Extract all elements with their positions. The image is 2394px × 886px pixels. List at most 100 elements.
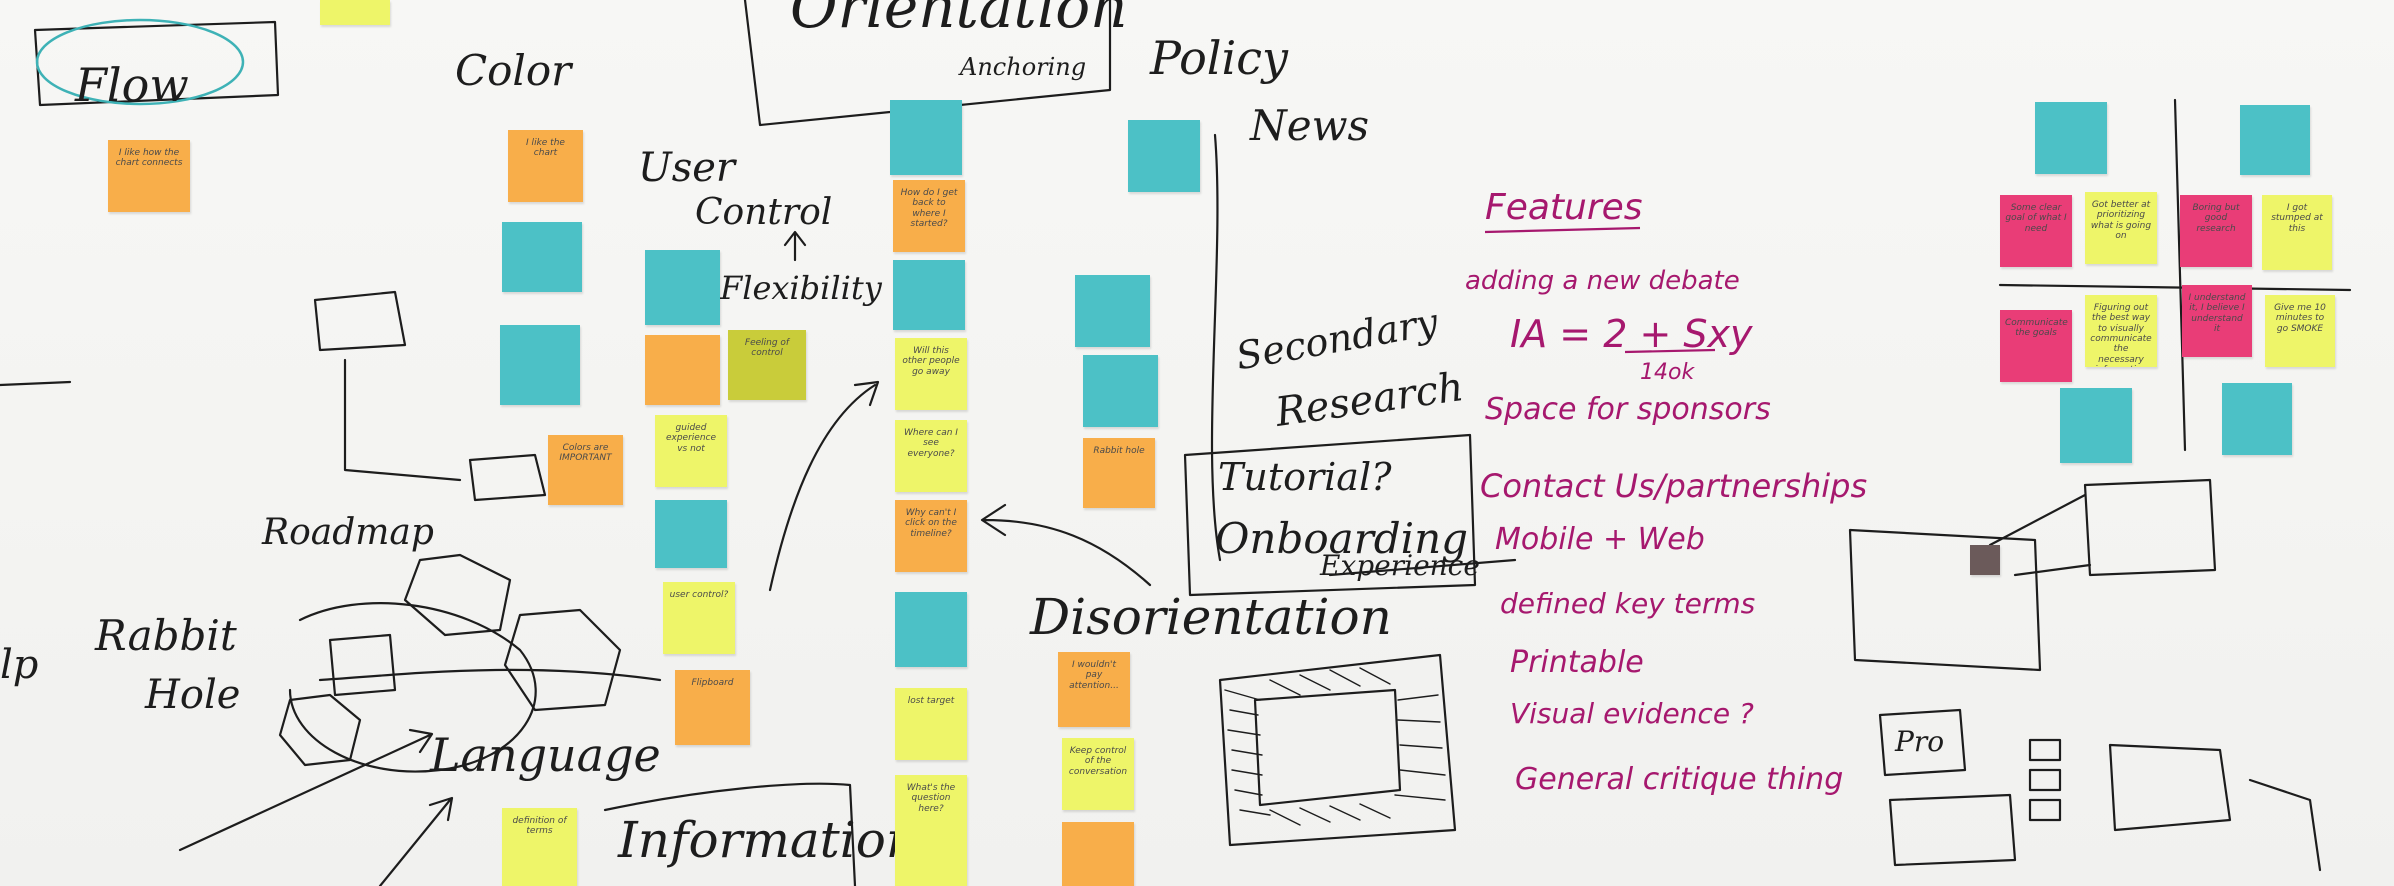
sticky-note: lost target	[895, 688, 967, 760]
left-dash	[0, 380, 72, 387]
sticky-note: Feeling of control	[728, 330, 806, 400]
sticky-note	[645, 335, 720, 405]
ia-fraction-line	[1624, 348, 1716, 354]
onboarding-underline	[1328, 558, 1517, 577]
heading-onboarding: Onboarding	[1215, 514, 1469, 563]
language-line	[318, 668, 662, 682]
features-title: Features	[1485, 187, 1643, 228]
pro-stack	[1888, 738, 2062, 867]
quadrant-vertical	[2173, 98, 2187, 452]
sticky-note	[2035, 102, 2107, 174]
sticky-note: Figuring out the best way to visually co…	[2085, 295, 2157, 367]
hexagon-1	[403, 553, 512, 637]
feature-item-5: Mobile + Web	[1495, 522, 1705, 557]
sketch-box-1	[1848, 528, 2042, 672]
sticky-note	[320, 0, 390, 25]
heading-user: User	[638, 145, 736, 191]
sticky-note: Where can I see everyone?	[895, 420, 967, 492]
pro-box	[1878, 708, 1967, 777]
arrow-curve-1	[768, 380, 880, 592]
sticky-note: I like how the chart connects	[108, 140, 190, 212]
sticky-note: Give me 10 minutes to go SMOKE	[2265, 295, 2335, 367]
sticky-note: definition of terms	[502, 808, 577, 886]
sticky-note	[893, 260, 965, 330]
heading-help-fragment: lp	[0, 642, 39, 688]
sticky-note: Flipboard	[675, 670, 750, 745]
flow-circle	[35, 18, 245, 106]
heading-news: News	[1250, 101, 1370, 150]
sticky-note	[2240, 105, 2310, 175]
sticky-note: How do I get back to where I started?	[893, 180, 965, 252]
heading-flow: Flow	[75, 58, 189, 112]
features-underline	[1484, 226, 1641, 234]
sticky-note	[895, 592, 967, 667]
sticky-note	[1062, 822, 1134, 886]
screen-inner	[1253, 688, 1402, 807]
sticky-note: I understand it, I believe I understand …	[2182, 285, 2252, 357]
feature-item-3: Space for sponsors	[1485, 392, 1771, 427]
heading-disorientation: Disorientation	[1030, 588, 1392, 646]
feature-item-8: Visual evidence ?	[1510, 697, 1754, 730]
scribble	[1224, 667, 1446, 826]
sketch-funnel	[1988, 493, 2092, 577]
heading-control: Control	[695, 192, 833, 233]
sticky-note: Rabbit hole	[1083, 438, 1155, 508]
sketch-furniture	[2108, 743, 2322, 872]
roadmap-dash	[343, 358, 462, 482]
sticky-note	[890, 100, 962, 175]
tutorial-box	[1183, 433, 1477, 597]
heading-orientation: Orientation	[790, 0, 1128, 41]
sticky-note: Some clear goal of what I need	[2000, 195, 2072, 267]
heading-rabbit: Rabbit	[95, 611, 237, 660]
sticky-note: user control?	[663, 582, 735, 654]
sticky-note: I got stumped at this	[2262, 195, 2332, 270]
sketch-box-2	[2083, 478, 2217, 577]
sticky-note	[502, 222, 582, 292]
arrow-curve-2	[980, 503, 1152, 587]
feature-item-9: General critique thing	[1515, 762, 1844, 797]
rabbit-box	[328, 633, 397, 697]
information-box	[603, 782, 857, 886]
feature-item-1: IA = 2 + Sxy	[1510, 312, 1753, 356]
sticky-note	[1083, 355, 1158, 427]
feature-item-7: Printable	[1510, 645, 1644, 680]
heading-flexibility: Flexibility	[720, 269, 882, 307]
heading-hole: Hole	[145, 672, 241, 718]
sketch-dark-block	[1970, 545, 2000, 575]
roadmap-box-1	[313, 290, 407, 352]
sticky-note: Keep control of the conversation	[1062, 738, 1134, 810]
heading-roadmap: Roadmap	[262, 512, 434, 553]
sticky-note: I wouldn't pay attention...	[1058, 652, 1130, 727]
heading-color: Color	[455, 46, 572, 95]
flow-box	[33, 20, 280, 107]
heading-experience: Experience	[1320, 549, 1480, 582]
arrow-diagonal-2	[378, 796, 454, 886]
heading-pro: Pro	[1895, 725, 1945, 758]
sticky-note: Colors are IMPORTANT	[548, 435, 623, 505]
heading-language: Language	[430, 728, 661, 782]
screen-outer	[1218, 653, 1457, 847]
heading-policy: Policy	[1150, 31, 1288, 85]
heading-anchoring: Anchoring	[960, 53, 1087, 81]
sticky-note	[1075, 275, 1150, 347]
hexagon-2	[503, 608, 622, 712]
arrow-up	[783, 230, 807, 262]
sticky-note: I like the chart	[508, 130, 583, 202]
sticky-note: Will this other people go away	[895, 338, 967, 410]
divider-line	[1210, 133, 1222, 562]
quadrant-horizontal	[1998, 283, 2352, 292]
feature-item-6: defined key terms	[1500, 587, 1756, 620]
sticky-note	[2060, 388, 2132, 463]
sticky-note	[2222, 383, 2292, 455]
sticky-note	[1128, 120, 1200, 192]
feature-item-2: 14ok	[1640, 360, 1695, 385]
sticky-note: Boring but good research	[2180, 195, 2252, 267]
sticky-note: Got better at prioritizing what is going…	[2085, 192, 2157, 264]
rabbit-hole-loop	[288, 602, 537, 773]
sticky-note: guided experience vs not	[655, 415, 727, 487]
heading-tutorial: Tutorial?	[1218, 455, 1392, 499]
roadmap-box-2	[468, 453, 547, 502]
sticky-note	[645, 250, 720, 325]
